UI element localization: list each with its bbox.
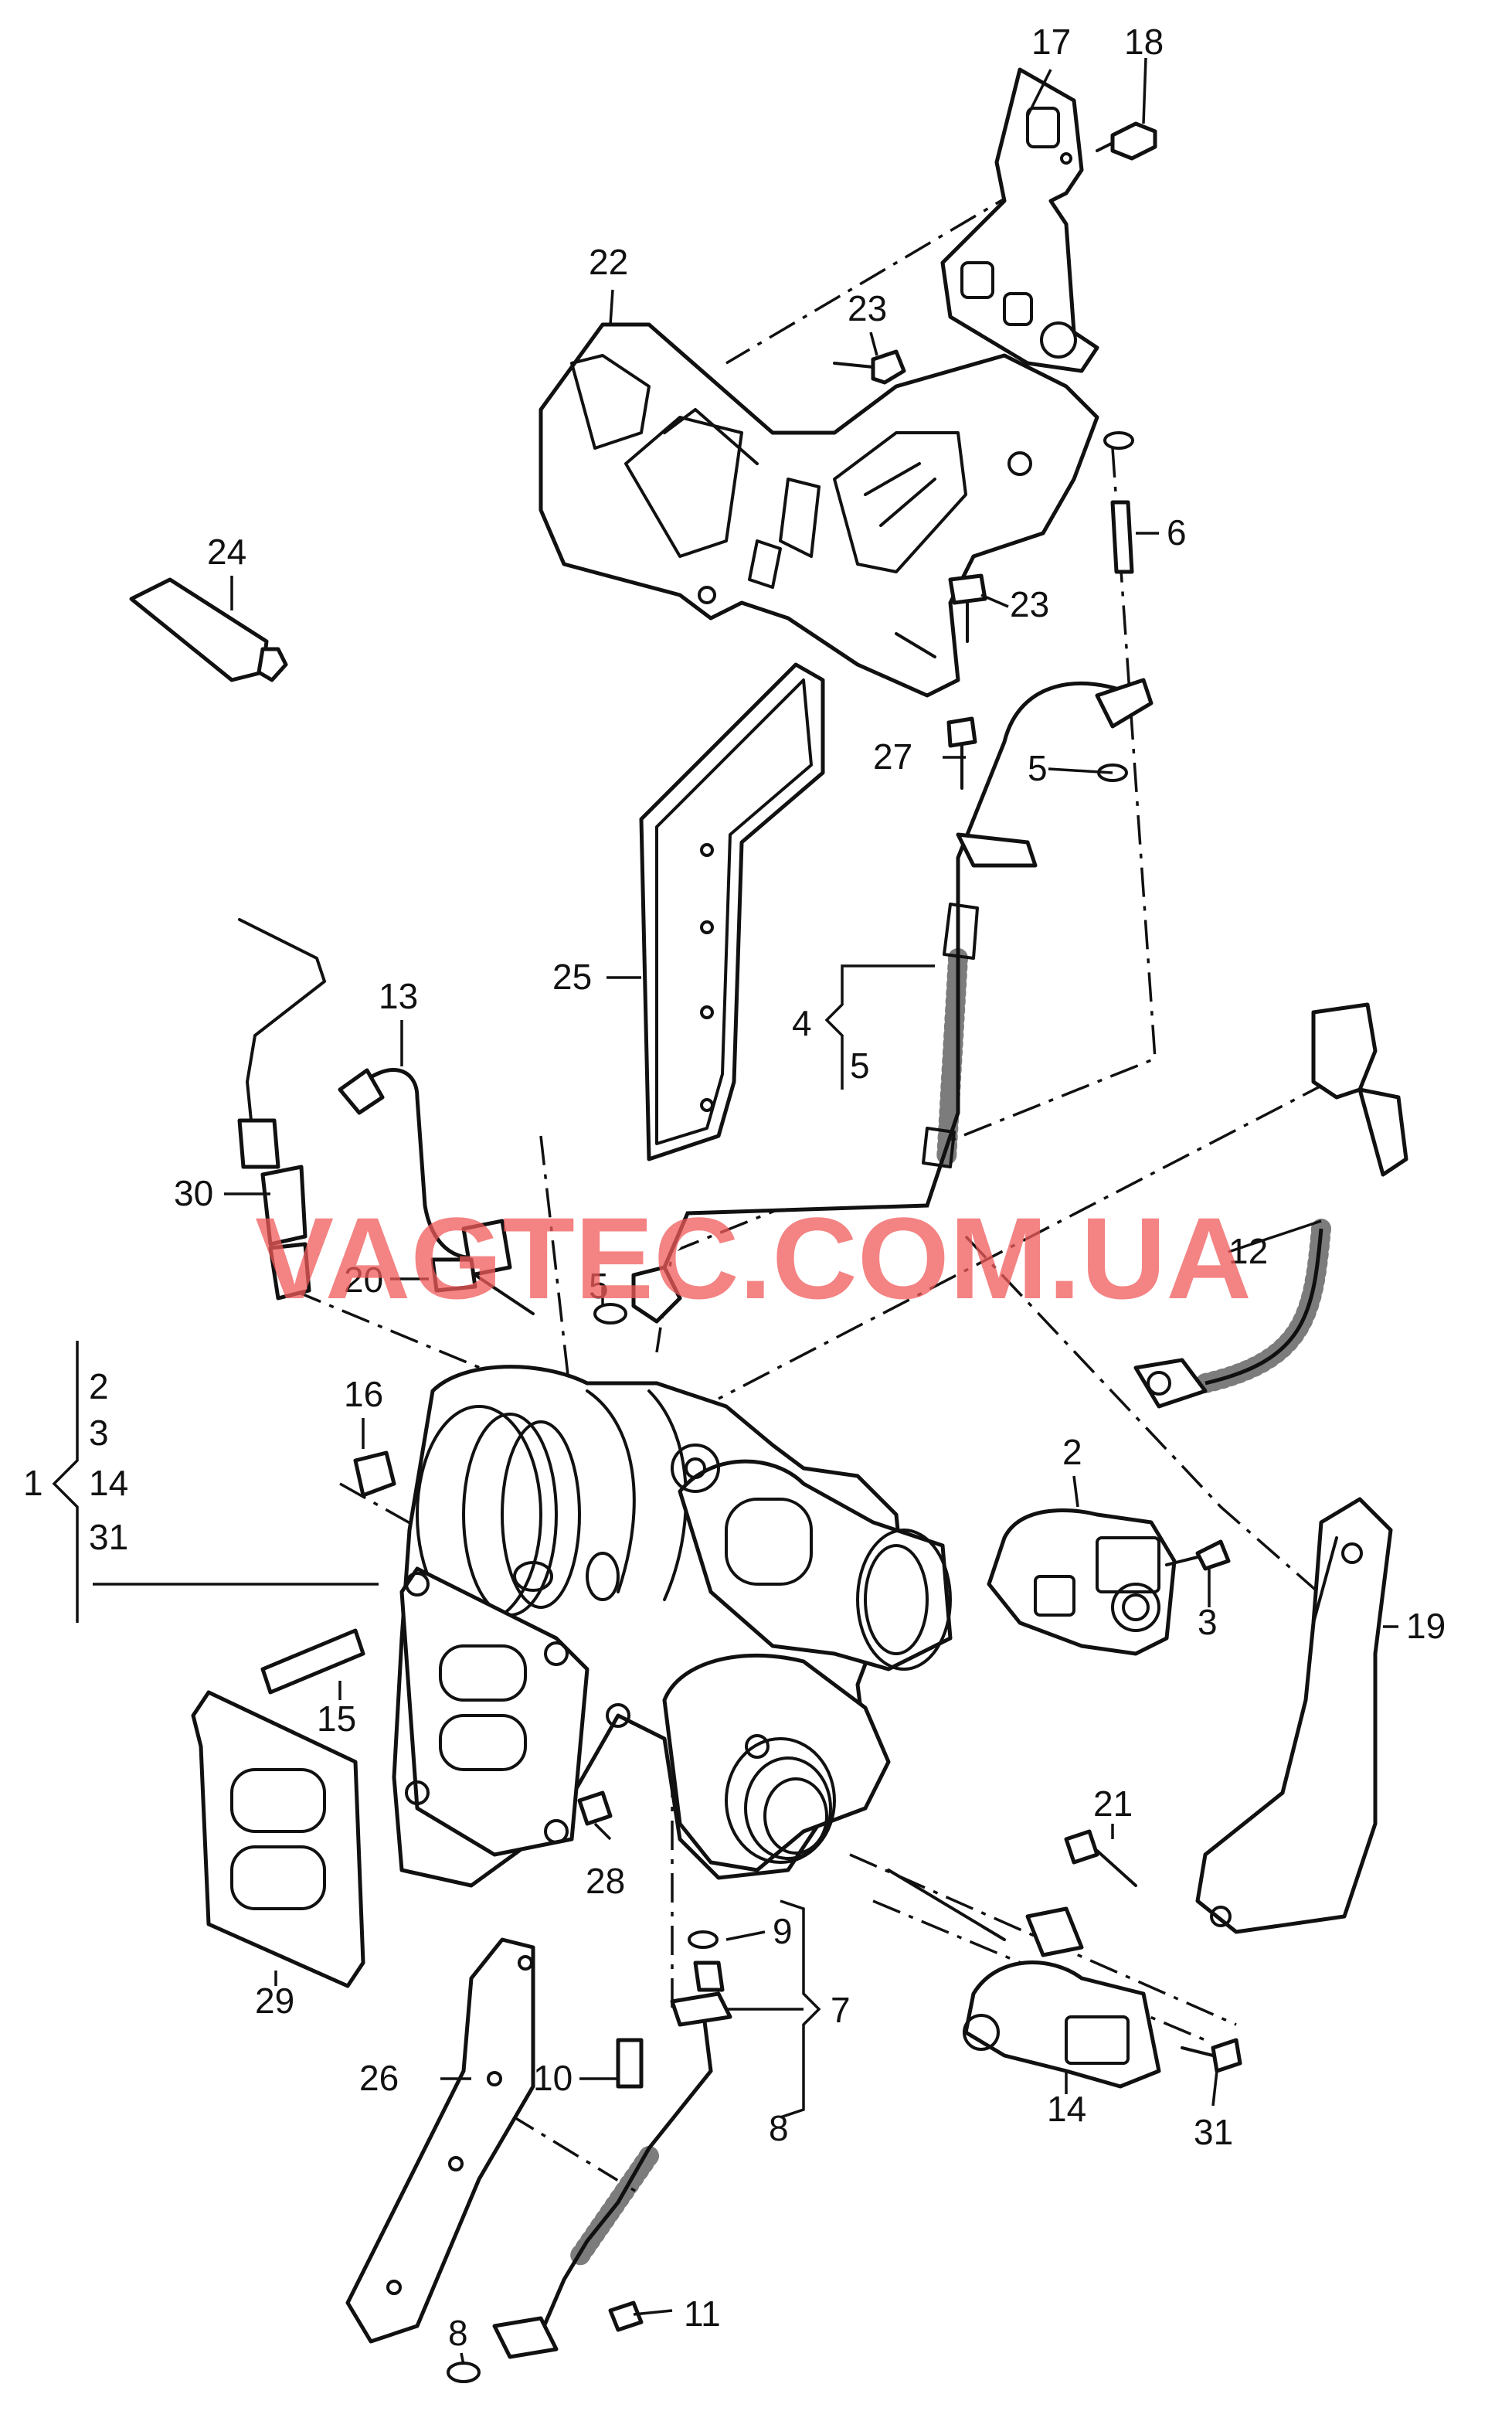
label-15: 15: [317, 1699, 356, 1739]
label-14: 14: [1047, 2089, 1086, 2129]
label-12: 12: [1228, 1231, 1268, 1271]
part-15-stud: [260, 1628, 365, 1695]
label-11: 11: [684, 2294, 721, 2334]
label-13: 13: [379, 976, 418, 1016]
part-17-bracket: [940, 67, 1099, 373]
part-2-actuator: [987, 1508, 1177, 1656]
label-21: 21: [1093, 1784, 1133, 1824]
label-27: 27: [873, 736, 912, 777]
part-12-coolant-hose: [1133, 1002, 1408, 1409]
part-14-wastegate-actuator: [887, 1869, 1161, 2089]
part-23-bolt-lower: [948, 573, 987, 643]
part-18-bolt: [1096, 121, 1157, 161]
label-2: 2: [1062, 1432, 1082, 1472]
label-14-group: 14: [89, 1463, 128, 1503]
part-7-oil-return-line: [447, 1930, 732, 2383]
part-1-turbocharger: [392, 1365, 953, 1888]
callout-labels: 17 18 22 23 23 6 24 27 5 25 4 5 13 30 12…: [23, 22, 1446, 2353]
label-24: 24: [207, 532, 246, 572]
part-26-lower-bracket: [345, 1937, 535, 2344]
part-21-bolt: [1064, 1829, 1137, 1887]
part-25-gasket-plate: [639, 662, 825, 1161]
part-30-oxygen-sensor: [237, 918, 326, 1301]
label-2-group: 2: [89, 1366, 109, 1406]
label-18: 18: [1124, 22, 1164, 62]
label-23-upper: 23: [848, 288, 887, 328]
label-1: 1: [23, 1463, 43, 1503]
part-19-support-bracket: [1195, 1497, 1393, 1934]
part-16-nut: [353, 1450, 396, 1498]
watermark-text: VAGTEC.COM.UA: [255, 1193, 1252, 1323]
label-22: 22: [589, 242, 628, 282]
label-17: 17: [1031, 22, 1071, 62]
label-8-lower: 8: [448, 2313, 468, 2353]
label-7: 7: [831, 1990, 851, 2030]
part-3-bolt: [1165, 1539, 1231, 1571]
label-16: 16: [344, 1374, 383, 1414]
label-10: 10: [533, 2058, 573, 2098]
part-27-bolt: [946, 716, 977, 790]
part-29-gasket: [191, 1690, 365, 1988]
label-3-group: 3: [89, 1413, 109, 1453]
part-20-bolt: [430, 1257, 535, 1315]
part-22-heat-shield: [539, 322, 1099, 698]
part-28-bolt: [577, 1790, 613, 1826]
label-26: 26: [359, 2058, 399, 2098]
label-31: 31: [1194, 2112, 1233, 2152]
label-3: 3: [1198, 1602, 1218, 1642]
label-28: 28: [586, 1861, 625, 1901]
label-5-lower: 5: [589, 1266, 609, 1306]
label-9: 9: [773, 1911, 793, 1951]
label-19: 19: [1406, 1606, 1446, 1646]
label-29: 29: [255, 1981, 294, 2021]
part-31-bolt: [1181, 2038, 1242, 2073]
label-5-mid: 5: [850, 1046, 870, 1086]
part-13-vent-hose: [338, 1068, 512, 1277]
part-6-stud: [1103, 431, 1134, 574]
label-20: 20: [344, 1260, 383, 1300]
part-5-seal-lower: [593, 1265, 682, 1325]
label-6: 6: [1167, 512, 1187, 553]
part-23-bolt-upper: [833, 349, 906, 385]
label-23-lower: 23: [1010, 584, 1049, 624]
label-5-upper: 5: [1028, 748, 1048, 788]
leader-lines: [52, 57, 1398, 2365]
label-31-group: 31: [89, 1517, 128, 1557]
label-4: 4: [792, 1003, 812, 1043]
label-8-upper: 8: [769, 2108, 789, 2148]
part-10-bolt: [616, 2038, 644, 2089]
part-11-bolt: [608, 2300, 644, 2332]
label-25: 25: [552, 957, 592, 997]
part-4-oil-feed-line: [662, 678, 1154, 1268]
part-24-sealant-tube: [129, 577, 288, 682]
label-30: 30: [174, 1173, 213, 1213]
